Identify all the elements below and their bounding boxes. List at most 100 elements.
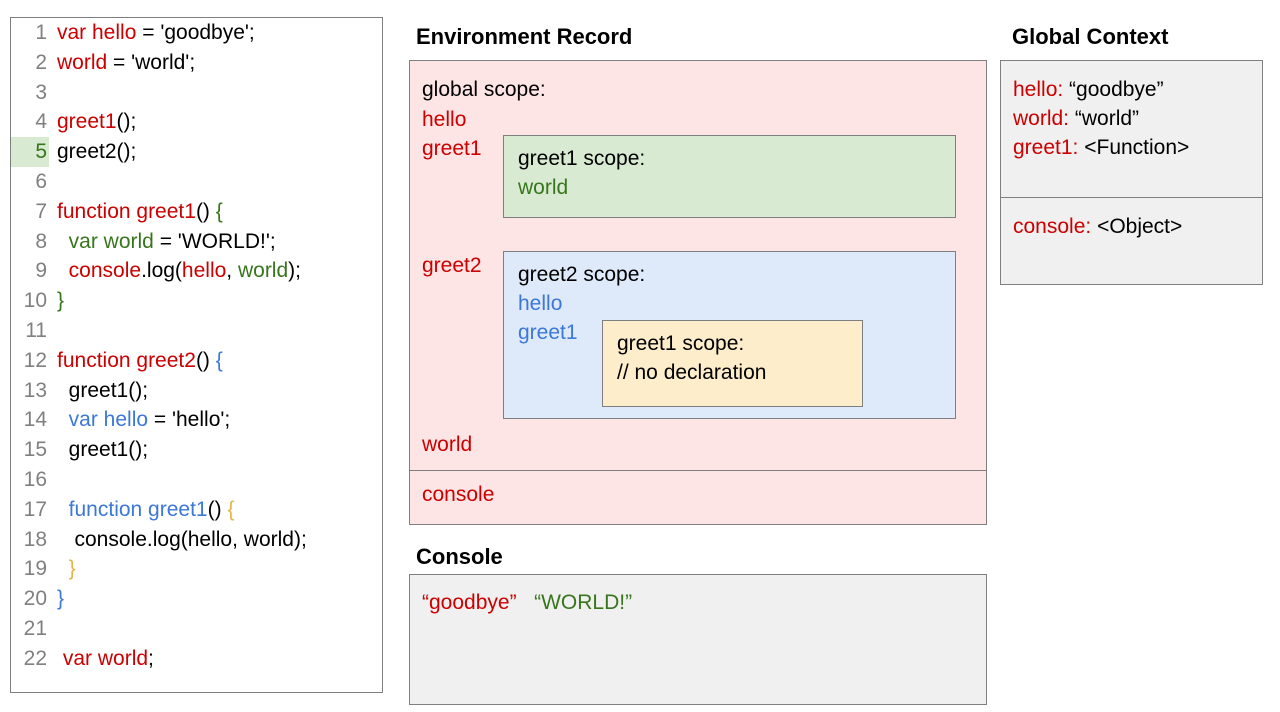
global-context-title: Global Context bbox=[1012, 24, 1169, 49]
code-line-text: console.log(hello, world); bbox=[49, 525, 307, 555]
code-token: () bbox=[195, 348, 216, 372]
environment-record-title: Environment Record bbox=[416, 24, 633, 49]
code-token bbox=[57, 259, 69, 282]
code-token: } bbox=[68, 557, 76, 581]
code-line-text: var world = 'WORLD!'; bbox=[49, 227, 276, 257]
code-line[interactable]: 3 bbox=[11, 78, 382, 108]
greet2-binding-greet1: greet1 bbox=[518, 321, 578, 344]
console-output-separator bbox=[522, 591, 528, 614]
code-token: ; bbox=[148, 646, 154, 670]
code-line-text: greet1(); bbox=[49, 376, 148, 406]
line-number: 10 bbox=[23, 289, 47, 313]
code-token: { bbox=[215, 199, 223, 223]
code-line[interactable]: 11 bbox=[11, 316, 382, 346]
code-line[interactable]: 13 greet1(); bbox=[11, 376, 382, 406]
line-number: 8 bbox=[35, 229, 47, 253]
code-line[interactable]: 14 var hello = 'hello'; bbox=[11, 405, 382, 435]
global-binding-console: console bbox=[422, 483, 495, 506]
code-token: ); bbox=[288, 259, 301, 283]
line-number: 1 bbox=[35, 21, 47, 44]
code-line[interactable]: 5 greet2(); bbox=[11, 137, 382, 167]
code-line-text: console.log(hello, world); bbox=[49, 256, 301, 286]
code-line[interactable]: 21 bbox=[11, 614, 382, 644]
code-line[interactable]: 20} bbox=[11, 584, 382, 614]
code-token: () bbox=[195, 199, 216, 223]
code-line-text: greet2(); bbox=[49, 137, 136, 167]
line-number: 20 bbox=[23, 587, 47, 611]
console-output-item: “WORLD!” bbox=[534, 591, 633, 614]
code-line[interactable]: 8 var world = 'WORLD!'; bbox=[11, 227, 382, 257]
line-number: 14 bbox=[23, 408, 47, 432]
code-token: greet1 bbox=[57, 110, 117, 134]
code-token: var world bbox=[62, 646, 149, 670]
greet1-inner-scope-comment: // no declaration bbox=[617, 361, 767, 384]
line-number: 21 bbox=[23, 616, 47, 640]
code-line[interactable]: 17 function greet1() { bbox=[11, 495, 382, 525]
line-number: 4 bbox=[35, 110, 47, 134]
code-token: hello bbox=[181, 259, 227, 283]
code-token: function greet2 bbox=[57, 348, 196, 372]
code-token: function greet1 bbox=[57, 199, 196, 223]
code-token: = 'hello'; bbox=[148, 408, 231, 432]
global-variable-key: world: bbox=[1013, 107, 1070, 130]
code-line[interactable]: 10} bbox=[11, 286, 382, 316]
code-token: } bbox=[57, 289, 65, 313]
code-line-text: var hello = 'goodbye'; bbox=[49, 18, 255, 48]
line-number: 9 bbox=[35, 259, 47, 283]
code-line[interactable]: 18 console.log(hello, world); bbox=[11, 525, 382, 555]
global-object-value: <Object> bbox=[1097, 215, 1183, 238]
global-variables-section: hello: “goodbye” world: “world” greet1: … bbox=[1001, 61, 1262, 198]
line-number: 11 bbox=[25, 318, 47, 342]
code-token: { bbox=[215, 348, 223, 372]
greet1-inner-scope-title: greet1 scope: bbox=[617, 332, 745, 355]
code-line[interactable]: 6 bbox=[11, 167, 382, 197]
code-line-text: function greet1() { bbox=[49, 197, 223, 227]
code-token: = 'world'; bbox=[107, 50, 196, 74]
code-line[interactable]: 22 var world; bbox=[11, 644, 382, 674]
global-variable-value: “goodbye” bbox=[1069, 78, 1164, 101]
console-output: “goodbye” “WORLD!” bbox=[422, 591, 632, 615]
line-number: 5 bbox=[11, 137, 49, 167]
line-number: 12 bbox=[23, 348, 47, 372]
greet1-scope-box: greet1 scope: world bbox=[503, 135, 956, 218]
line-number: 17 bbox=[23, 497, 47, 521]
code-token: world bbox=[57, 50, 108, 74]
global-variable-row: world: “world” bbox=[1013, 107, 1139, 131]
code-token: (); bbox=[116, 110, 137, 134]
code-line[interactable]: 9 console.log(hello, world); bbox=[11, 256, 382, 286]
code-token: var hello bbox=[68, 408, 149, 432]
global-variable-key: greet1: bbox=[1013, 136, 1079, 159]
global-variable-row: greet1: <Function> bbox=[1013, 136, 1189, 160]
code-token bbox=[57, 498, 69, 521]
code-line-text: function greet1() { bbox=[49, 495, 235, 525]
console-title: Console bbox=[416, 544, 503, 569]
code-line[interactable]: 4 greet1(); bbox=[11, 107, 382, 137]
environment-record-panel: global scope: hello greet1 greet2 world … bbox=[409, 60, 987, 525]
code-line-text: greet1(); bbox=[49, 435, 148, 465]
code-line-text: function greet2() { bbox=[49, 346, 223, 376]
code-line-text: var world; bbox=[49, 644, 154, 674]
code-line[interactable]: 16 bbox=[11, 465, 382, 495]
line-number: 7 bbox=[35, 199, 47, 223]
code-line-text: } bbox=[49, 286, 64, 316]
global-binding-greet1: greet1 bbox=[422, 137, 482, 160]
code-line[interactable]: 19 } bbox=[11, 554, 382, 584]
greet2-binding-hello: hello bbox=[518, 292, 563, 315]
code-token: world bbox=[237, 259, 289, 283]
line-number: 15 bbox=[23, 438, 47, 462]
line-number: 19 bbox=[23, 557, 47, 581]
console-binding-section: console bbox=[410, 471, 986, 524]
code-line[interactable]: 15 greet1(); bbox=[11, 435, 382, 465]
line-number: 13 bbox=[23, 378, 47, 402]
global-objects-section: console: <Object> bbox=[1001, 198, 1262, 284]
greet1-scope-title: greet1 scope: bbox=[518, 147, 646, 170]
code-token: = 'WORLD!'; bbox=[153, 229, 276, 253]
code-token: } bbox=[57, 587, 65, 611]
code-token bbox=[57, 557, 69, 580]
code-token: greet2(); bbox=[57, 140, 137, 164]
